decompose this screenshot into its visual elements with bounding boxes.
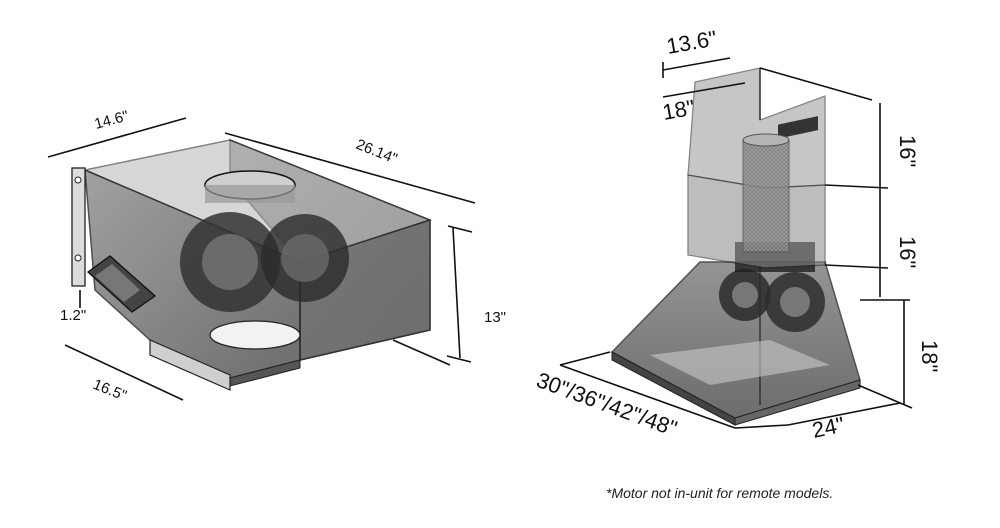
- footnote: *Motor not in-unit for remote models.: [606, 485, 834, 501]
- dim-hood-depth-label: 24": [810, 412, 847, 443]
- insert-dimension-lines: [47, 117, 476, 401]
- chimney-hood-unit: [610, 67, 861, 426]
- dim-height-label: 13": [484, 309, 506, 326]
- chimney-dimension-lines: [559, 57, 913, 429]
- dim-lower-flue-label: 16": [895, 236, 920, 268]
- dim-side-label: 1.2": [60, 307, 86, 324]
- dim-chimney-width-label: 18": [661, 95, 697, 125]
- dim-depth-label: 14.6": [93, 108, 131, 133]
- insert-unit: [71, 138, 433, 391]
- dim-upper-flue-label: 16": [895, 135, 920, 167]
- dim-chimney-depth-label: 13.6": [665, 26, 719, 59]
- dim-width-label: 26.14": [354, 136, 400, 168]
- dim-hood-height-label: 18": [917, 340, 942, 372]
- dim-front-label: 16.5": [91, 376, 129, 405]
